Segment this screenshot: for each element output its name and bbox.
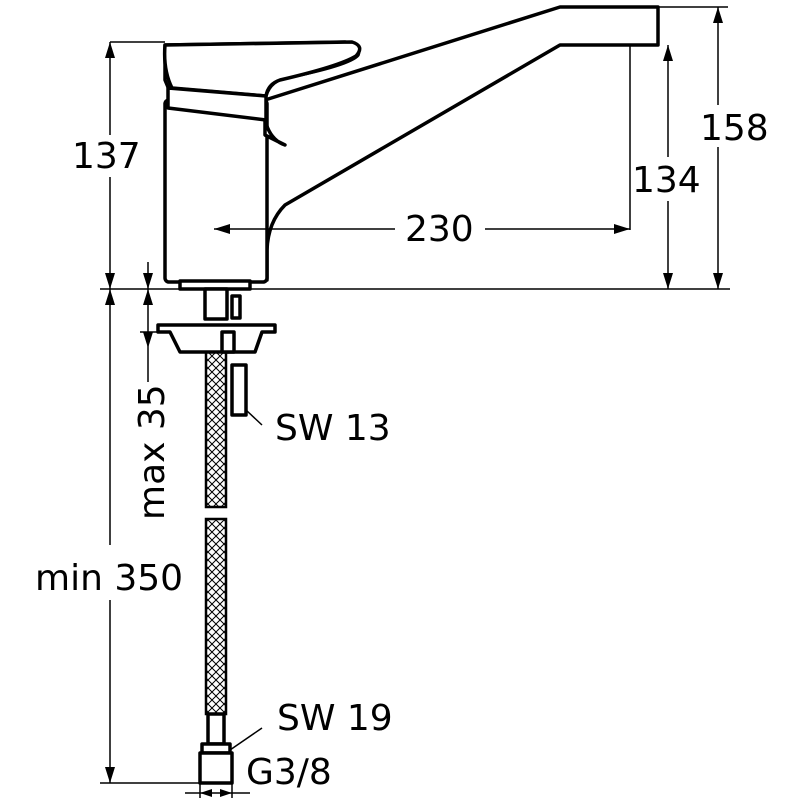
- dim-158-label: 158: [700, 108, 769, 149]
- dim-base-tick: [143, 262, 153, 289]
- dim-spout-height: [629, 45, 702, 289]
- dim-230-label: 230: [405, 209, 474, 250]
- label-g38: G3/8: [246, 752, 332, 793]
- dim-spout-reach: [214, 224, 630, 234]
- dim-thread: [185, 783, 250, 798]
- dim-min350-label: min 350: [35, 558, 183, 599]
- dim-total-height: [658, 6, 770, 289]
- dim-lever-height: [60, 41, 165, 289]
- faucet-body: [162, 5, 660, 291]
- supply-hose: [198, 350, 234, 785]
- dim-134-label: 134: [632, 160, 701, 201]
- dim-137-label: 137: [72, 136, 141, 177]
- callout-sw13: [245, 409, 263, 426]
- mounting-hardware: [156, 287, 277, 417]
- dim-max35-label: max 35: [132, 384, 173, 520]
- callout-sw19: [229, 727, 263, 751]
- dim-max-thickness: [140, 289, 160, 382]
- dim-min-hose: [100, 289, 200, 784]
- label-sw19: SW 19: [277, 698, 393, 739]
- label-sw13: SW 13: [275, 408, 391, 449]
